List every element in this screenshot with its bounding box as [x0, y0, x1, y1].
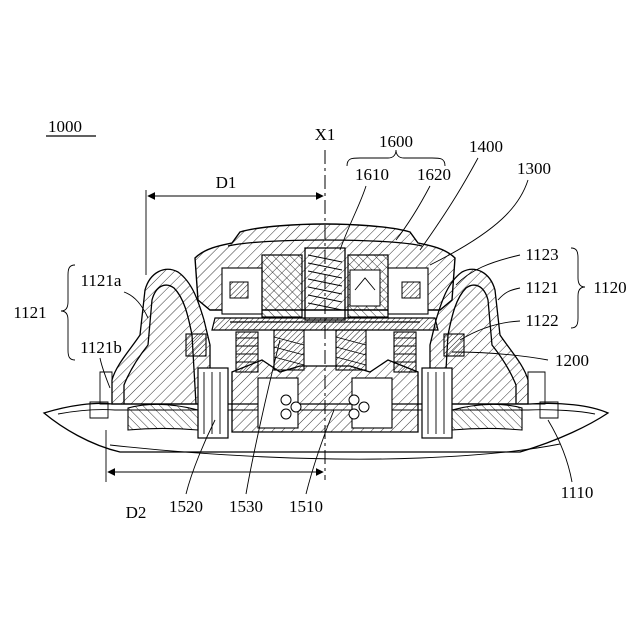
- label-d2: D2: [126, 503, 147, 522]
- leader-1121b: [100, 358, 110, 388]
- label-1620: 1620: [417, 165, 451, 184]
- brace-1121-left: [61, 265, 75, 360]
- label-1510: 1510: [289, 497, 323, 516]
- label-1200: 1200: [555, 351, 589, 370]
- axis-label-x1: X1: [315, 125, 336, 144]
- label-1121a: 1121a: [81, 271, 122, 290]
- label-1520: 1520: [169, 497, 203, 516]
- label-1123: 1123: [525, 245, 558, 264]
- label-1110: 1110: [561, 483, 594, 502]
- label-1122: 1122: [525, 311, 558, 330]
- label-1530: 1530: [229, 497, 263, 516]
- lower-flange-left: [128, 404, 198, 430]
- label-1610: 1610: [355, 165, 389, 184]
- leader-1121-right: [498, 288, 520, 300]
- label-1121-right: 1121: [525, 278, 558, 297]
- label-1121b: 1121b: [80, 338, 122, 357]
- brace-1120: [571, 248, 585, 328]
- label-1120: 1120: [593, 278, 626, 297]
- leader-1110: [548, 420, 572, 482]
- brace-1600: [347, 150, 445, 166]
- label-1400: 1400: [469, 137, 503, 156]
- lower-flange-right: [452, 404, 522, 430]
- label-1300: 1300: [517, 159, 551, 178]
- assembly-reference-label: 1000: [48, 117, 82, 136]
- coil-center-left: [274, 330, 304, 370]
- label-1121-left: 1121: [13, 303, 46, 322]
- label-1600: 1600: [379, 132, 413, 151]
- label-d1: D1: [216, 173, 237, 192]
- coil-center-right: [336, 330, 366, 370]
